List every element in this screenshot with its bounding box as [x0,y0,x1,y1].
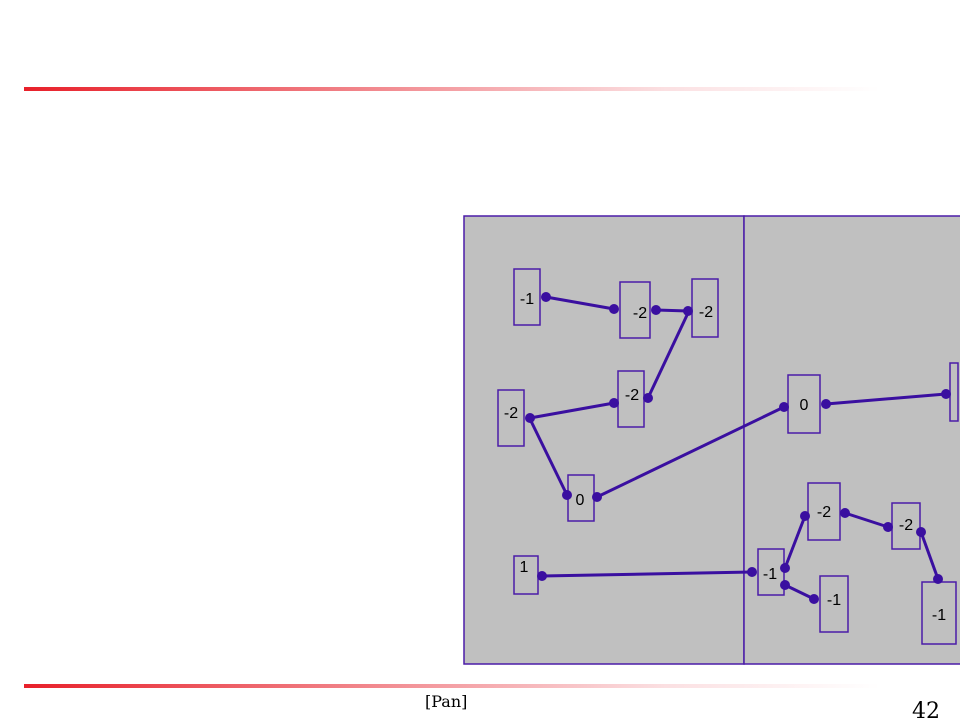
port-dot [609,398,619,408]
graph-node[interactable]: 0 [787,374,821,434]
graph-node[interactable]: -2 [807,482,841,541]
node-label: -2 [625,387,639,404]
port-dot [800,511,810,521]
graph-node[interactable]: -2 [891,502,921,550]
edge [528,418,569,496]
page-number: 42 [912,699,940,724]
port-dot [562,490,572,500]
port-dot [592,492,602,502]
port-dot [941,389,951,399]
nodes: -1 -2 -2 -2 -2 0 1 0 [497,268,959,645]
edge [783,515,807,569]
port-dot [525,413,535,423]
edges [528,295,947,601]
graph-node[interactable]: -2 [619,281,651,339]
graph-node[interactable]: -2 [617,370,645,428]
node-label: -2 [817,504,831,521]
edge [646,312,690,399]
edge [541,570,753,578]
port-dot [747,567,757,577]
top-divider [24,87,880,91]
graph-node[interactable]: -1 [513,268,541,326]
port-dot [916,527,926,537]
bottom-divider [24,684,880,688]
port-dot [683,306,693,316]
node-label: 1 [520,559,529,576]
edge [596,405,785,499]
graph-node[interactable]: 1 [513,555,539,595]
node-label: -1 [827,592,841,609]
node-label: -1 [520,291,534,308]
graph-node[interactable]: -2 [691,278,719,338]
port-dot [651,305,661,315]
ports [525,292,951,604]
port-dot [780,580,790,590]
edge [825,392,947,406]
node-label: -2 [899,517,913,534]
port-dot [809,594,819,604]
edge [529,401,615,420]
port-dot [780,563,790,573]
footer-label: [Pan] [425,692,468,711]
node-label: 0 [576,492,585,509]
node-label: -1 [932,607,946,624]
port-dot [541,292,551,302]
edge [844,511,889,529]
edge [919,531,940,580]
node-label: -1 [763,566,777,583]
edge [545,295,615,311]
node-label: -2 [504,405,518,422]
graph-node-partial[interactable] [949,362,959,422]
port-dot [821,399,831,409]
port-dot [840,508,850,518]
port-dot [933,574,943,584]
edge [655,308,689,313]
node-label: 0 [800,397,809,414]
port-dot [537,571,547,581]
edge [784,583,815,601]
node-label: -2 [633,305,647,322]
port-dot [779,402,789,412]
graph-node[interactable]: -2 [497,389,525,447]
graph-node[interactable]: -1 [757,548,785,596]
port-dot [643,393,653,403]
node-label: -2 [699,304,713,321]
port-dot [883,522,893,532]
graph-node[interactable]: -1 [819,575,849,633]
graph-node[interactable]: -1 [921,581,957,645]
graph-node[interactable]: 0 [567,474,595,522]
port-dot [609,304,619,314]
